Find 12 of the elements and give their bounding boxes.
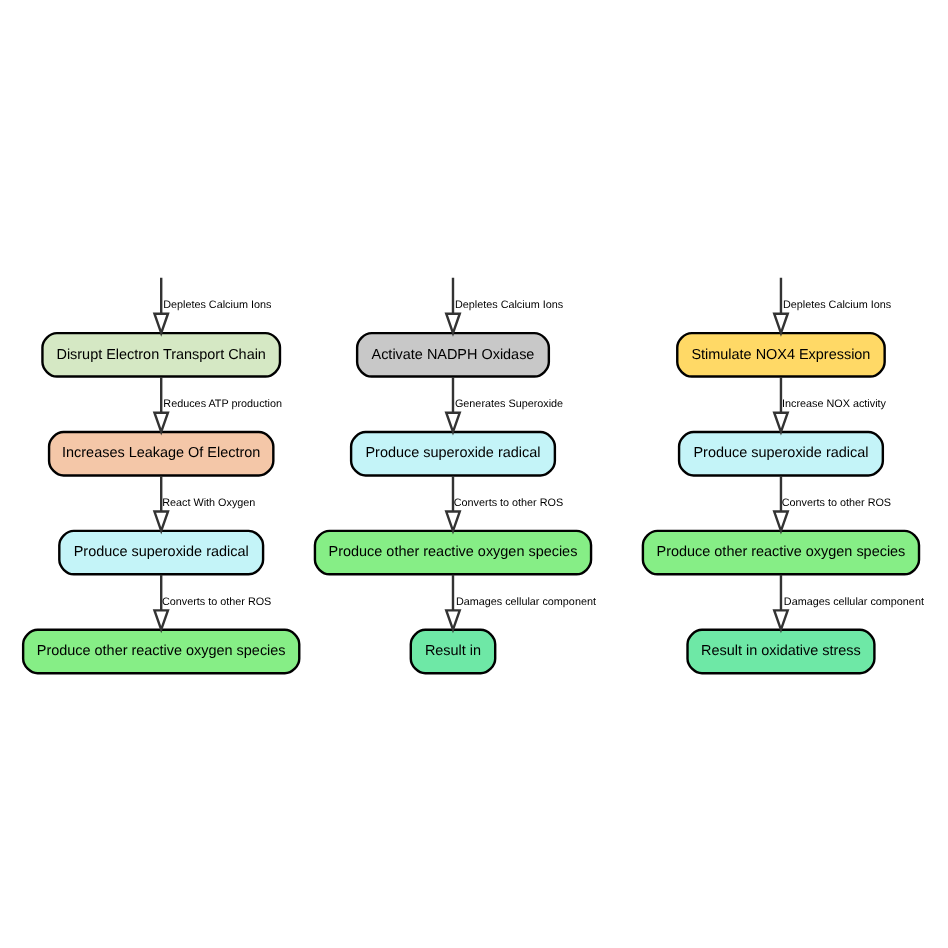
arrow [151,276,169,336]
arrow [771,573,789,633]
arrow [443,376,461,435]
arrow [151,376,169,435]
arrow [771,474,789,534]
arrow [151,474,169,534]
arrow [151,573,169,633]
arrow [771,376,789,435]
arrow [443,276,461,336]
arrow [771,276,789,336]
arrow [443,573,461,633]
arrow [443,474,461,534]
